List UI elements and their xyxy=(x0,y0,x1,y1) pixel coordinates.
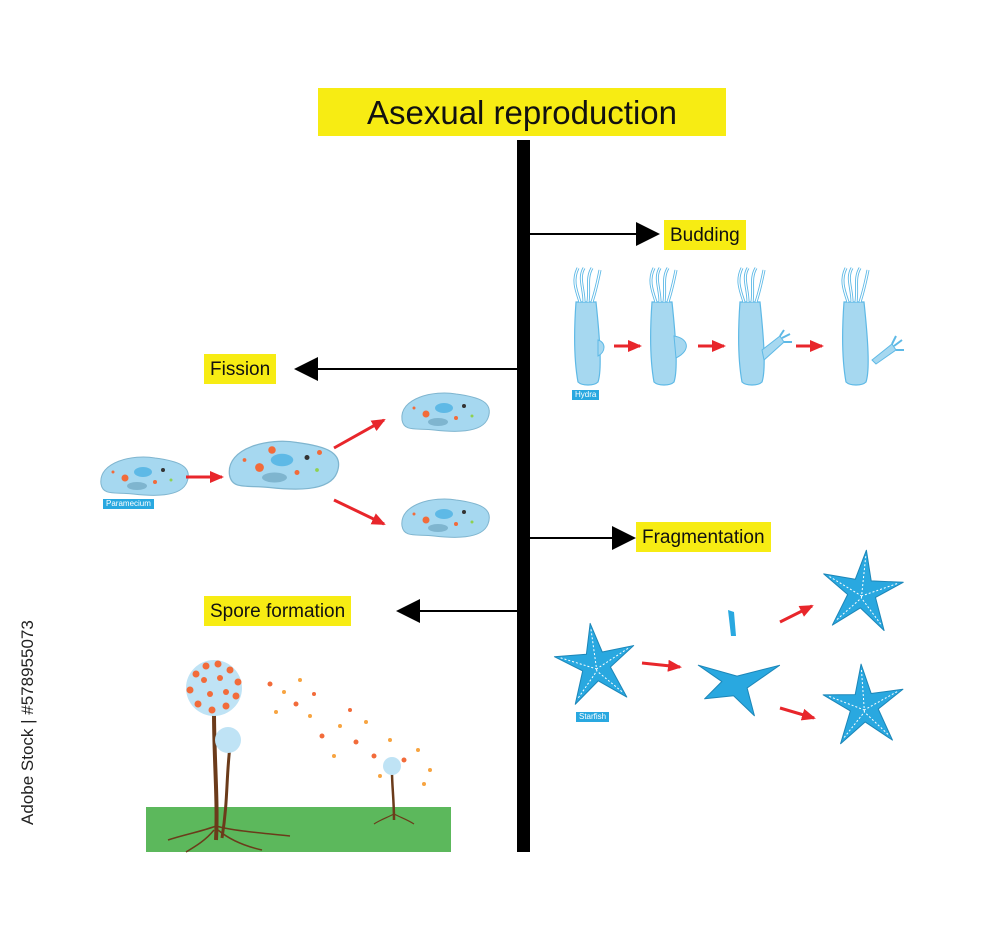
starfish-arm-fragment xyxy=(728,610,736,636)
starfish-regenerated-1 xyxy=(817,545,907,633)
hydra-stage-1 xyxy=(573,266,605,387)
branch-arrow-budding xyxy=(530,222,660,246)
fission-step-arrow-2 xyxy=(333,418,386,450)
spore-formation-label: Spore formation xyxy=(204,596,352,626)
fission-step-arrow-3 xyxy=(333,498,386,526)
paramecium-dividing xyxy=(228,440,340,490)
fission-label: Fission xyxy=(204,354,277,384)
starfish-fragmented xyxy=(697,664,781,717)
fragmentation-label: Fragmentation xyxy=(636,522,771,552)
hydra-tag: Hydra xyxy=(572,390,600,400)
stock-watermark: Adobe Stock | #578955073 xyxy=(8,620,38,825)
paramecium-tag: Paramecium xyxy=(103,499,154,509)
diagram-title: Asexual reproduction xyxy=(318,88,726,136)
ground xyxy=(146,807,451,852)
fragmentation-step-arrow-3 xyxy=(779,706,816,721)
stock-watermark-text: Adobe Stock | #578955073 xyxy=(18,620,37,825)
starfish-regenerated-2 xyxy=(820,660,907,746)
spore-cloud xyxy=(267,678,432,786)
branch-arrow-fission xyxy=(294,357,517,381)
branch-arrow-fragmentation xyxy=(530,526,636,550)
budding-label: Budding xyxy=(664,220,746,250)
main-trunk xyxy=(517,140,530,852)
fungus-small xyxy=(373,757,415,825)
fragmentation-step-arrow-2 xyxy=(779,604,814,624)
hydra-stage-2 xyxy=(649,266,687,387)
starfish-tag: Starfish xyxy=(576,712,610,722)
fragmentation-step-arrow-1 xyxy=(641,659,682,672)
paramecium-parent xyxy=(100,456,189,496)
fungus-large xyxy=(167,660,291,853)
branch-arrow-spore-formation xyxy=(396,599,517,623)
paramecium-daughter-1 xyxy=(401,392,490,432)
hydra-stage-4 xyxy=(841,266,904,387)
hydra-stage-3 xyxy=(737,266,792,387)
paramecium-daughter-2 xyxy=(401,498,490,538)
starfish-whole xyxy=(550,617,642,707)
